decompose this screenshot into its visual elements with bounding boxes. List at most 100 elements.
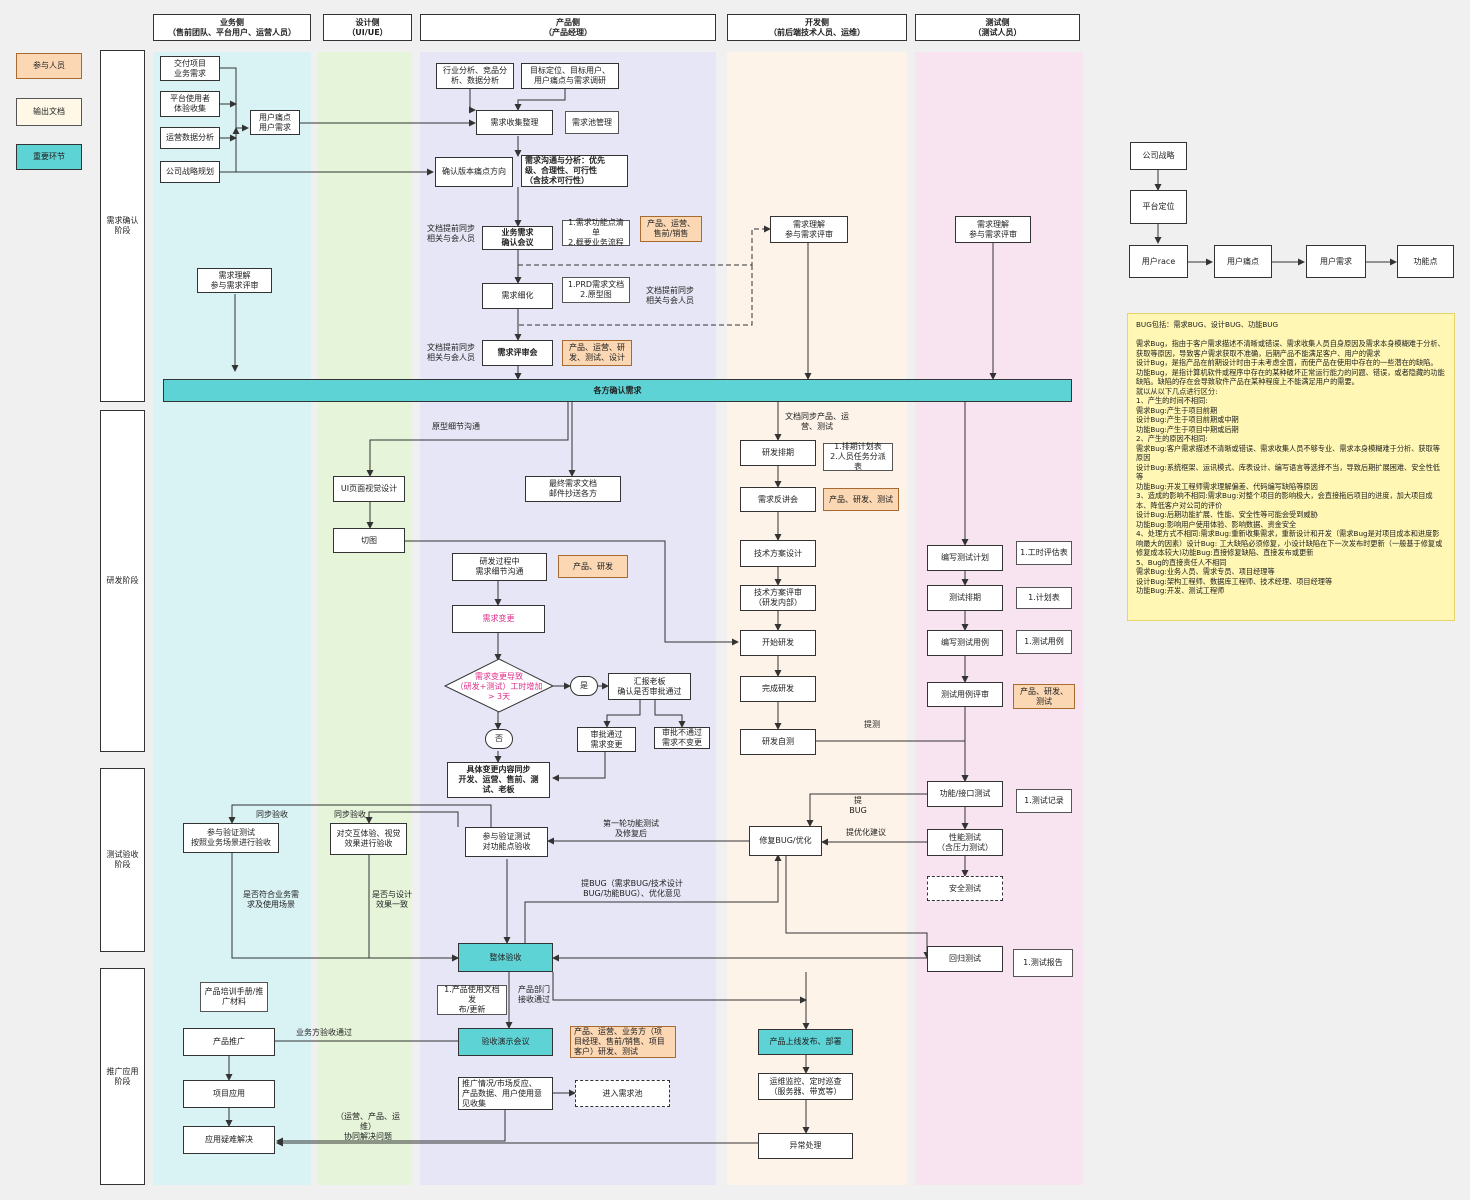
product-accept: 参与验证测试 对功能点验收 — [465, 827, 548, 857]
lane-header-product: 产品侧 （产品经理） — [420, 14, 716, 41]
regression-test: 回归测试 — [927, 946, 1003, 972]
sync-accept-label-2: 同步验收 — [334, 809, 366, 819]
test-record-doc: 1.测试记录 — [1016, 789, 1072, 813]
decision-yes: 是 — [570, 676, 598, 696]
design-lane — [318, 52, 412, 1185]
start-dev: 开始研发 — [740, 630, 816, 656]
doc-sync-dev-label: 文档同步产品、运 营、测试 — [785, 412, 849, 431]
legend-key-step: 重要环节 — [16, 144, 82, 170]
requirement-change: 需求变更 — [452, 605, 545, 633]
doc-sync-label-2: 文档提前同步 相关与会人员 — [646, 286, 694, 305]
feature-list-doc: 1.需求功能点清单 2.概要业务流程 — [562, 218, 630, 247]
business-check-label: 是否符合业务需 求及使用场景 — [243, 890, 299, 909]
business-accept: 参与验证测试 按照业务场景进行验收 — [183, 823, 279, 853]
dev-selftest: 研发自测 — [740, 729, 816, 755]
bug-note-text: BUG包括：需求BUG、设计BUG、功能BUG 需求Bug，指由于客户需求描述不… — [1136, 320, 1446, 596]
business-pass-label: 业务方验收通过 — [296, 1027, 352, 1037]
bug-note-line: 需求Bug:产生于项目前期 — [1136, 405, 1218, 415]
lane-header-dev: 开发侧 （前后端技术人员、运维） — [727, 14, 907, 41]
bug-note-line: 设计Bug:系统框架、运讯模式、库表设计、编写语言等选择不当，导致后期扩展困难、… — [1136, 462, 1440, 482]
participants-review: 产品、运营、研 发、测试、设计 — [562, 340, 632, 366]
stage-development: 研发阶段 — [100, 410, 145, 752]
bug-note-line: 功能Bug，是指计算机软件或程序中存在的某种破坏正常运行能力的问题、错误，或者隐… — [1136, 367, 1445, 387]
case-doc: 1.测试用例 — [1016, 630, 1072, 654]
optimize-label: 提优化建议 — [846, 827, 886, 837]
doc-sync-label-1: 文档提前同步 相关与会人员 — [427, 224, 475, 243]
lane-header-design: 设计侧 （UI/UE） — [323, 14, 412, 41]
security-test: 安全测试 — [927, 876, 1003, 901]
requirement-pool-doc: 需求池管理 — [565, 111, 619, 134]
dev-schedule: 研发排期 — [740, 440, 816, 466]
version-pain-confirm: 确认版本痛点方向 — [435, 157, 513, 187]
bug-note-line: 功能Bug:开发工程师需求理解偏差、代码编写缺陷等原因 — [1136, 481, 1318, 491]
legend-document: 输出文档 — [16, 98, 82, 126]
bug-note-line: 3、造成的影响不相同:需求Bug:对整个项目的影响极大，会直接拖后项目的进度，加… — [1136, 491, 1433, 510]
requirement-review-meeting: 需求评审会 — [482, 340, 553, 366]
bug-note-line: 5、Bug的直接责任人不相同 — [1136, 557, 1227, 567]
requirement-analysis: 需求沟通与分析：优先 级、合理性、可行性 （含技术可行性） — [521, 155, 628, 187]
participants-demo: 产品、运营、业务方（项 目经理、售前/销售、项目 客户）研发、测试 — [570, 1026, 676, 1058]
project-application: 项目应用 — [183, 1080, 275, 1108]
bug-note-line: 功能Bug:开发、测试工程师 — [1136, 586, 1225, 595]
release-deploy: 产品上线发布、部署 — [758, 1029, 853, 1055]
business-ops-analysis: 运营数据分析 — [160, 127, 220, 149]
bug-note-line: 设计Bug，是指产品在前期设计时由于未考虑全面，而使产品在使用中存在的一些潜在的… — [1136, 358, 1438, 367]
enter-pool: 进入需求池 — [575, 1080, 670, 1107]
test-report-doc: 1.测试报告 — [1013, 949, 1073, 977]
tech-design: 技术方案设计 — [740, 540, 816, 567]
case-review: 测试用例评审 — [927, 682, 1003, 707]
flow-user-group: 用户race — [1129, 245, 1188, 278]
bug-note-line — [1136, 330, 1446, 340]
business-user-feedback: 平台使用者 体验收集 — [160, 91, 220, 117]
change-rejected: 审批不通过 需求不变更 — [654, 727, 710, 749]
participants-sync: 产品、研发 — [558, 555, 628, 578]
stage-testing: 测试验收 阶段 — [100, 768, 145, 952]
sync-accept-label-1: 同步验收 — [256, 809, 288, 819]
test-schedule: 测试排期 — [927, 585, 1003, 611]
change-decision: 需求变更导致 （研发+测试）工时增加 > 3天 — [455, 672, 543, 701]
troubleshooting: 应用疑难解决 — [183, 1126, 275, 1154]
bug-note-line: 2、产生的原因不相同: — [1136, 434, 1208, 443]
requirement-feedback-meeting: 需求反讲会 — [740, 487, 816, 512]
bug-note-line: 需求Bug:业务人员、需求专员、项目经理等 — [1136, 567, 1275, 576]
usage-doc: 1.产品使用文档发 布/更新 — [437, 985, 507, 1015]
bug-note-line: 设计Bug:产生于项目前期或中期 — [1136, 415, 1239, 424]
plan-doc: 1.计划表 — [1016, 587, 1072, 609]
final-doc-mail: 最终需求文档 邮件抄送各方 — [525, 476, 621, 502]
change-sync: 具体变更内容同步 开发、运营、售前、测 试、老板 — [447, 762, 550, 798]
stage-promotion: 推广应用 阶段 — [100, 968, 145, 1185]
flow-user-need: 用户需求 — [1306, 245, 1366, 278]
submit-test-label: 提测 — [864, 720, 880, 729]
design-accept: 对交互体验、视觉 效果进行验收 — [330, 823, 407, 855]
business-strategy: 公司战略规划 — [160, 161, 220, 183]
product-accept-label: 产品部门 接收通过 — [518, 985, 550, 1004]
tech-review: 技术方案评审 （研发内部） — [740, 585, 816, 611]
flow-user-pain: 用户痛点 — [1214, 245, 1272, 278]
report-boss: 汇报老板 确认是否审批通过 — [608, 673, 691, 700]
bug-report-label: 提BUG — [849, 795, 867, 815]
doc-sync-label-3: 文档提前同步 相关与会人员 — [427, 343, 475, 362]
feedback-collection: 推广情况/市场反应、 产品数据、用户使用意 见收集 — [458, 1077, 553, 1110]
test-plan: 编写测试计划 — [927, 545, 1003, 571]
lane-header-test: 测试侧 （测试人员） — [915, 14, 1080, 41]
fix-bug: 修复BUG/优化 — [749, 826, 822, 856]
bug-note-line: 就以从以下几点进行区分: — [1136, 386, 1218, 396]
legend-participant: 参与人员 — [16, 53, 82, 79]
decision-no: 否 — [485, 729, 513, 749]
all-confirm-bar: 各方确认需求 — [163, 379, 1072, 402]
overall-accept: 整体验收 — [458, 943, 553, 972]
dev-detail-sync: 研发过程中 需求细节沟通 — [452, 553, 547, 581]
change-approved: 审批通过 需求变更 — [577, 727, 636, 752]
business-delivery-needs: 交付项目 业务需求 — [160, 56, 220, 81]
bug-note-line: 设计Bug:架构工程师、数据库工程师、技术经理、项目经理等 — [1136, 576, 1333, 586]
performance-test: 性能测试 （含压力测试） — [927, 829, 1003, 856]
flow-strategy: 公司战略 — [1130, 142, 1187, 170]
industry-analysis: 行业分析、竞品分 析、数据分析 — [436, 63, 514, 89]
business-confirm-meeting: 业务需求 确认会议 — [482, 226, 553, 250]
test-review: 需求理解 参与需求评审 — [955, 216, 1031, 243]
training-doc: 产品培训手册/推 广材料 — [200, 982, 268, 1012]
bug-note-line: 4、处理方式不相同:需求Bug:重新收集需求，重新设计和开发（需求Bug是对项目… — [1136, 529, 1443, 557]
bug-note-line: BUG包括：需求BUG、设计BUG、功能BUG — [1136, 320, 1279, 329]
prd-doc: 1.PRD需求文档 2.原型图 — [562, 277, 630, 303]
flow-platform: 平台定位 — [1130, 190, 1187, 224]
